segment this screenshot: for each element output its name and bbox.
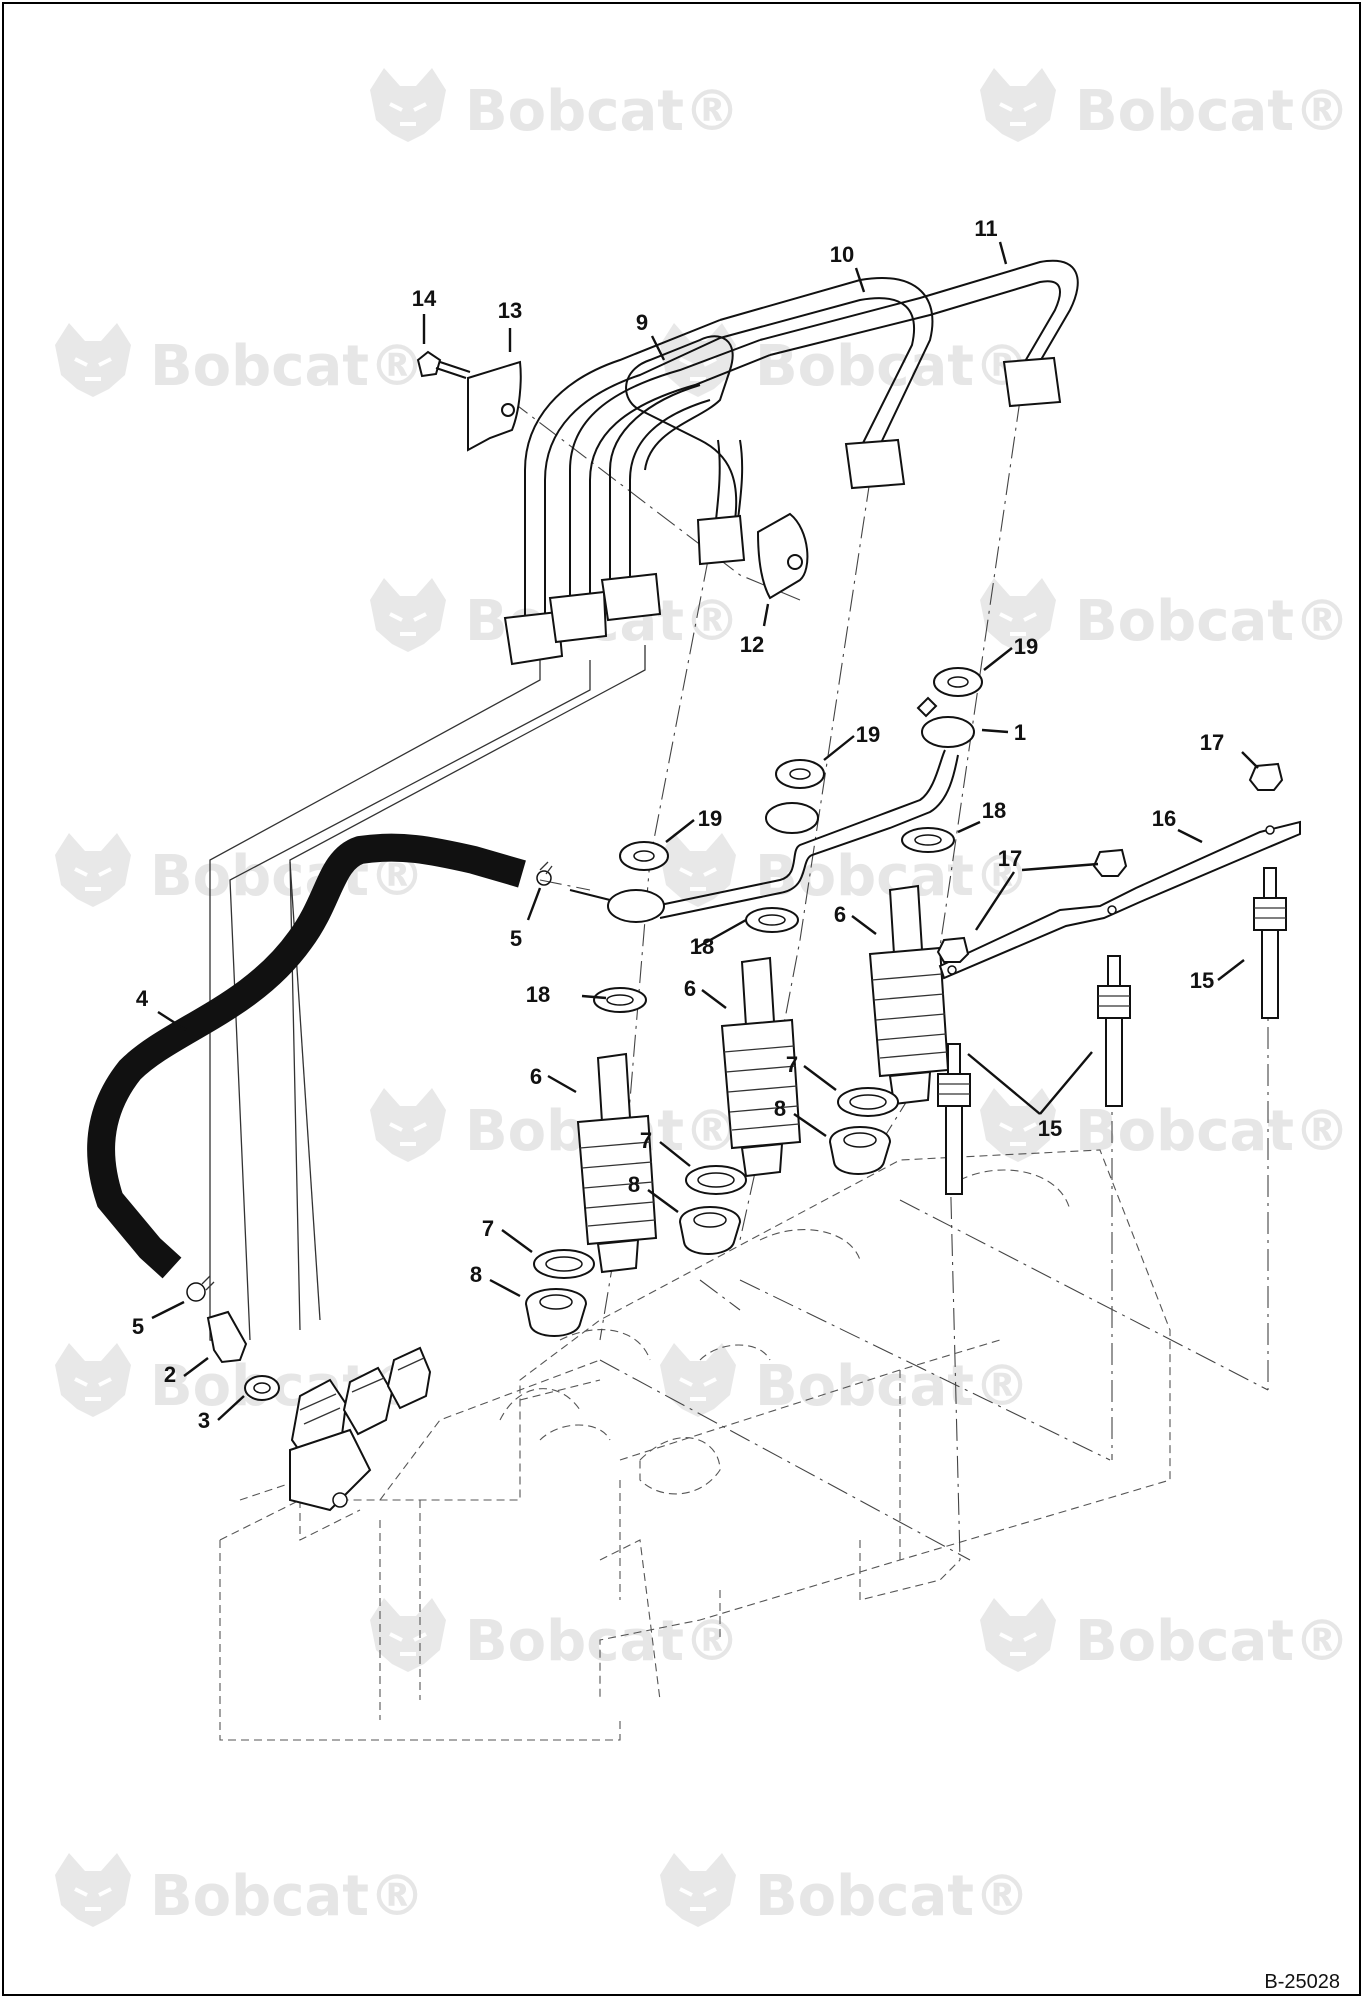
callout-8: 8: [470, 1262, 482, 1287]
callout-11: 11: [974, 216, 997, 241]
watermark-brand: Bobcat®: [1075, 1099, 1350, 1164]
watermark-brand: Bobcat®: [465, 1609, 740, 1674]
return-hose-assembly: [87, 833, 553, 1512]
bobcat-logo-icon: [368, 1596, 448, 1674]
bobcat-watermark: Bobcat®: [978, 66, 1350, 144]
bobcat-watermark: Bobcat®: [978, 1086, 1350, 1164]
callout-17: 17: [1200, 730, 1224, 755]
callout-12: 12: [740, 632, 764, 657]
callout-7: 7: [786, 1052, 798, 1077]
callout-9: 9: [636, 310, 648, 335]
callout-18: 18: [690, 934, 714, 959]
bobcat-watermark: Bobcat®: [368, 1596, 740, 1674]
bobcat-watermark: Bobcat®: [53, 1851, 425, 1929]
leak-off-pipe: [569, 696, 975, 923]
bobcat-watermark: Bobcat®: [978, 1596, 1350, 1674]
sealing-washers: [593, 667, 983, 1013]
callout-6: 6: [684, 976, 696, 1001]
callout-16: 16: [1152, 806, 1176, 831]
pipe-clamps: [416, 350, 809, 600]
callout-1: 1: [1014, 720, 1026, 745]
bobcat-watermark: Bobcat®: [368, 1086, 740, 1164]
bobcat-logo-icon: [658, 1341, 738, 1419]
callout-19: 19: [856, 722, 880, 747]
glow-plug-assembly: [936, 762, 1301, 1195]
callout-2: 2: [164, 1362, 176, 1387]
callout-10: 10: [830, 242, 854, 267]
pipe-nuts: [503, 356, 1062, 666]
callout-15: 15: [1038, 1116, 1062, 1141]
callout-4: 4: [136, 986, 149, 1011]
watermark-brand: Bobcat®: [1075, 79, 1350, 144]
callout-3: 3: [198, 1408, 210, 1433]
watermark-brand: Bobcat®: [755, 1864, 1030, 1929]
watermark-brand: Bobcat®: [755, 334, 1030, 399]
callout-19: 19: [1014, 634, 1038, 659]
watermark-brand: Bobcat®: [1075, 589, 1350, 654]
bobcat-logo-icon: [658, 1851, 738, 1929]
bobcat-logo-icon: [368, 576, 448, 654]
bobcat-logo-icon: [368, 1086, 448, 1164]
injector-seals: [524, 1087, 899, 1337]
callout-7: 7: [640, 1128, 652, 1153]
callout-18: 18: [982, 798, 1006, 823]
watermark-brand: Bobcat®: [465, 79, 740, 144]
callout-6: 6: [834, 902, 846, 927]
bobcat-logo-icon: [658, 831, 738, 909]
callout-5: 5: [132, 1314, 144, 1339]
bobcat-logo-icon: [53, 1851, 133, 1929]
callout-13: 13: [498, 298, 522, 323]
watermark-brand: Bobcat®: [1075, 1609, 1350, 1674]
callout-17: 17: [998, 846, 1022, 871]
callout-15: 15: [1190, 968, 1214, 993]
bobcat-logo-icon: [368, 66, 448, 144]
callout-18: 18: [526, 982, 550, 1007]
bobcat-watermark: Bobcat®: [368, 66, 740, 144]
bobcat-logo-icon: [53, 1341, 133, 1419]
bobcat-logo-icon: [53, 831, 133, 909]
injection-pipes: [524, 259, 1079, 620]
callout-7: 7: [482, 1216, 494, 1241]
bobcat-watermark: Bobcat®: [978, 576, 1350, 654]
fuel-injectors: [576, 884, 950, 1274]
watermark-brand: Bobcat®: [150, 1864, 425, 1929]
callout-14: 14: [412, 286, 437, 311]
watermark-brand: Bobcat®: [150, 334, 425, 399]
document-id: B-25028: [1264, 1971, 1340, 1993]
callout-5: 5: [510, 926, 522, 951]
callout-8: 8: [628, 1172, 640, 1197]
callout-leaders: [151, 241, 1259, 1421]
bobcat-watermark: Bobcat®: [658, 321, 1030, 399]
callout-6: 6: [530, 1064, 542, 1089]
callout-8: 8: [774, 1096, 786, 1121]
bobcat-watermark: Bobcat®: [658, 1851, 1030, 1929]
bobcat-watermark: Bobcat®: [53, 321, 425, 399]
callout-19: 19: [698, 806, 722, 831]
bobcat-logo-icon: [978, 66, 1058, 144]
bobcat-logo-icon: [53, 321, 133, 399]
bobcat-logo-icon: [978, 1596, 1058, 1674]
watermark-brand: Bobcat®: [755, 1354, 1030, 1419]
bobcat-watermark: Bobcat®: [658, 1341, 1030, 1419]
cylinder-head-outline: [219, 1149, 1171, 1741]
